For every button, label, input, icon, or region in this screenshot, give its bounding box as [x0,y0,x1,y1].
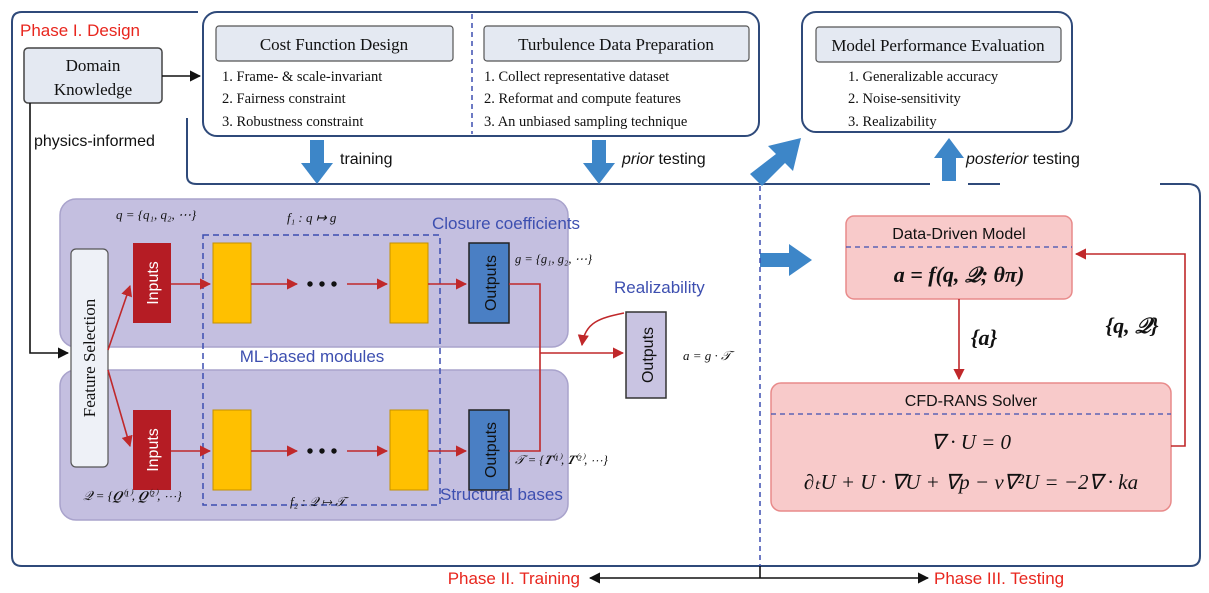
hidden-layer-block [389,242,429,324]
inputs-block-top[interactable] [133,243,171,323]
qQ-set-label: {q, 𝒬} [1105,313,1158,338]
outputs-label: Outputs [640,327,657,383]
main-frame [11,22,1201,567]
turbulence-data-item: 1. Collect representative dataset [484,69,669,85]
turbulence-data-item: 2. Reformat and compute features [484,91,681,107]
prior-testing-label: prior testing [621,151,706,168]
outputs-block-bottom[interactable] [468,409,510,491]
Q-set-label: 𝒬 = {𝑸⁽¹⁾, 𝑸⁽²⁾, ⋯} [83,488,183,503]
outputs-label: Outputs [483,422,500,478]
hidden-layer-block [212,409,252,491]
turbulence-data-title: Turbulence Data Preparation [518,35,714,54]
posterior-testing-label: posterior testing [965,151,1080,168]
cost-function-item: 2. Fairness constraint [222,91,346,107]
phase1-frame [11,11,198,23]
phase2-title: Phase II. Training [448,569,580,588]
model-eval-item: 1. Generalizable accuracy [848,69,999,85]
turbulence-data-header [483,25,750,62]
training-to-testing-arrow [760,244,812,276]
cost-function-title: Cost Function Design [260,35,409,54]
ml-modules-label: ML-based modules [240,347,385,366]
phase1-title: Phase I. Design [20,21,140,40]
inputs-label: Inputs [145,428,162,472]
inputs-label: Inputs [145,261,162,305]
realizability-label: Realizability [614,278,705,297]
cfd-rans-solver-title: CFD-RANS Solver [905,393,1038,410]
ellipsis: • • • [306,441,337,463]
ellipsis: • • • [306,274,337,296]
hidden-layer-block [389,409,429,491]
momentum-equation: ∂ₜU + U · ∇U + ∇p − ν∇²U = −2∇ · ka [804,470,1138,494]
domain-knowledge-line1: Domain [66,56,121,75]
outputs-label: Outputs [483,255,500,311]
physics-informed-label: physics-informed [34,133,155,150]
domain-to-feature-arrow [29,103,70,359]
cost-function-header [215,25,454,62]
design-bottom-line [186,118,930,185]
training-label: training [340,151,392,168]
a-set-label: {a} [971,325,998,350]
model-eval-item: 2. Noise-sensitivity [848,91,962,107]
T-set-label: 𝒯 = {𝑻⁽¹⁾, 𝑻⁽²⁾, ⋯} [515,453,608,467]
coupling-arrows [953,248,1186,447]
model-eval-title: Model Performance Evaluation [831,36,1045,55]
design-to-eval-arrow [750,138,801,186]
ml-modules-boundary [202,234,441,506]
training-arrow [301,140,333,184]
model-eval-item: 3. Realizability [848,114,937,130]
model-eval-header [815,26,1062,63]
closure-coefficients-label: Closure coefficients [432,214,580,233]
phase3-title: Phase III. Testing [934,569,1064,588]
posterior-testing-arrow [934,138,964,181]
cfd-rans-solver-box [770,382,1172,512]
inputs-block-bottom[interactable] [133,410,171,490]
prior-testing-arrow [583,140,615,184]
outputs-block-top[interactable] [468,242,510,324]
feature-selection-label: Feature Selection [80,298,99,417]
continuity-equation: ∇ · U = 0 [931,430,1012,454]
q-set-label: q = {q₁, q₂, ⋯} [116,207,197,222]
closure-coefficients-module [59,198,569,348]
final-outputs-block[interactable] [625,311,667,399]
feature-selection-box [70,248,109,468]
cost-function-item: 3. Robustness constraint [222,114,363,130]
data-driven-model-equation: a = f(q, 𝒬; θπ) [894,262,1025,287]
f2-map-label: f₂ : 𝒬 ↦ 𝒯 [290,494,349,509]
structural-bases-module [59,369,569,521]
domain-knowledge-line2: Knowledge [54,80,132,99]
hidden-layer-block [212,242,252,324]
ml-flow-arrows [107,278,625,457]
a-eq-label: a = g · 𝒯 [683,348,735,363]
g-set-label: g = {g₁, g₂, ⋯} [515,252,592,266]
f1-map-label: f₁ : q ↦ g [287,210,337,225]
cost-function-item: 1. Frame- & scale-invariant [222,69,382,85]
turbulence-data-item: 3. An unbiased sampling technique [484,114,687,130]
data-driven-model-title: Data-Driven Model [892,226,1025,243]
